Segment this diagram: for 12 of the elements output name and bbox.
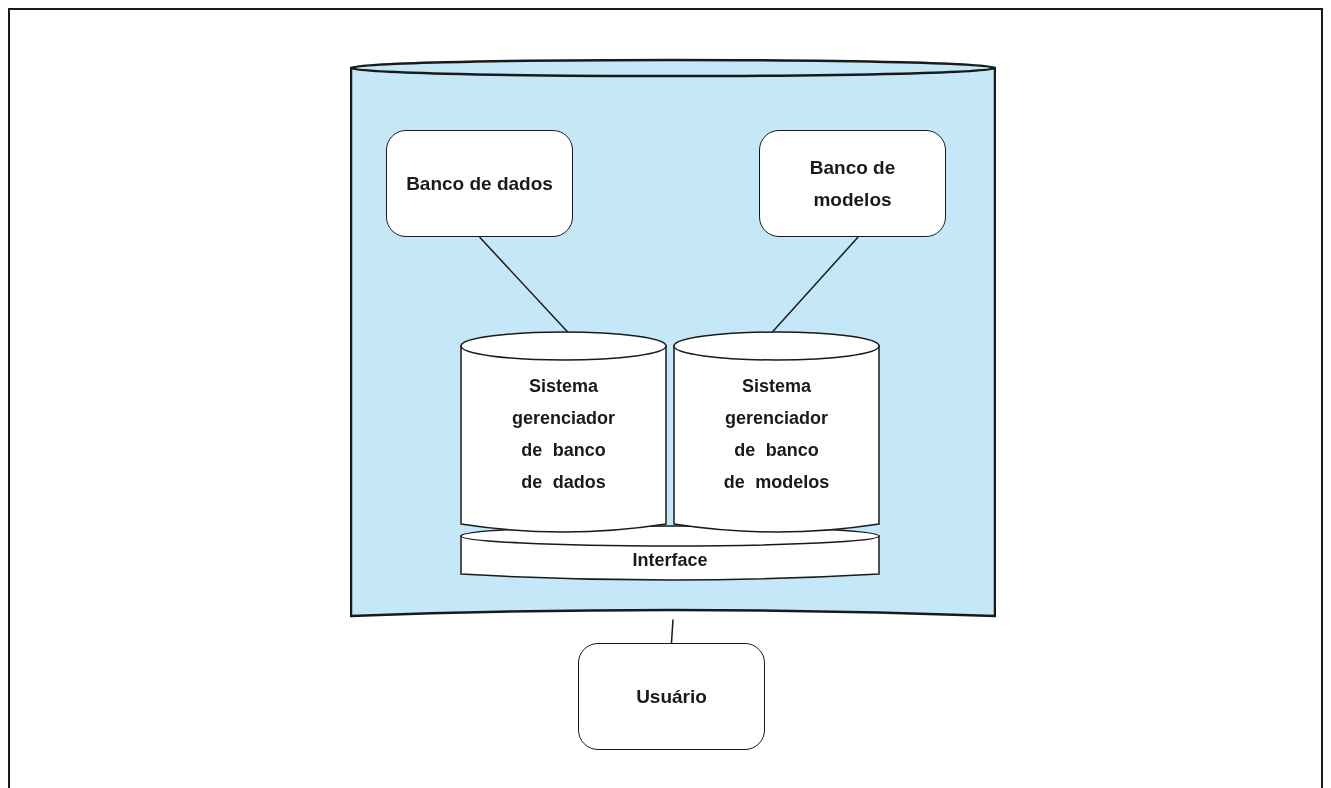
node-label: Sistema gerenciador de banco de dados (510, 375, 616, 494)
rounded-box (759, 130, 946, 237)
connector-line (771, 236, 859, 333)
node-label: Banco de dados (406, 171, 553, 196)
node-label: Usuário (636, 684, 707, 709)
node-label: Sistema gerenciador de banco de modelos (722, 375, 831, 494)
node-label: Banco de modelos (808, 155, 897, 212)
connector-line (478, 236, 569, 333)
connector-line (670, 618, 674, 644)
node-label: Interface (632, 549, 708, 572)
rounded-box (386, 130, 573, 237)
rounded-box (578, 643, 765, 750)
